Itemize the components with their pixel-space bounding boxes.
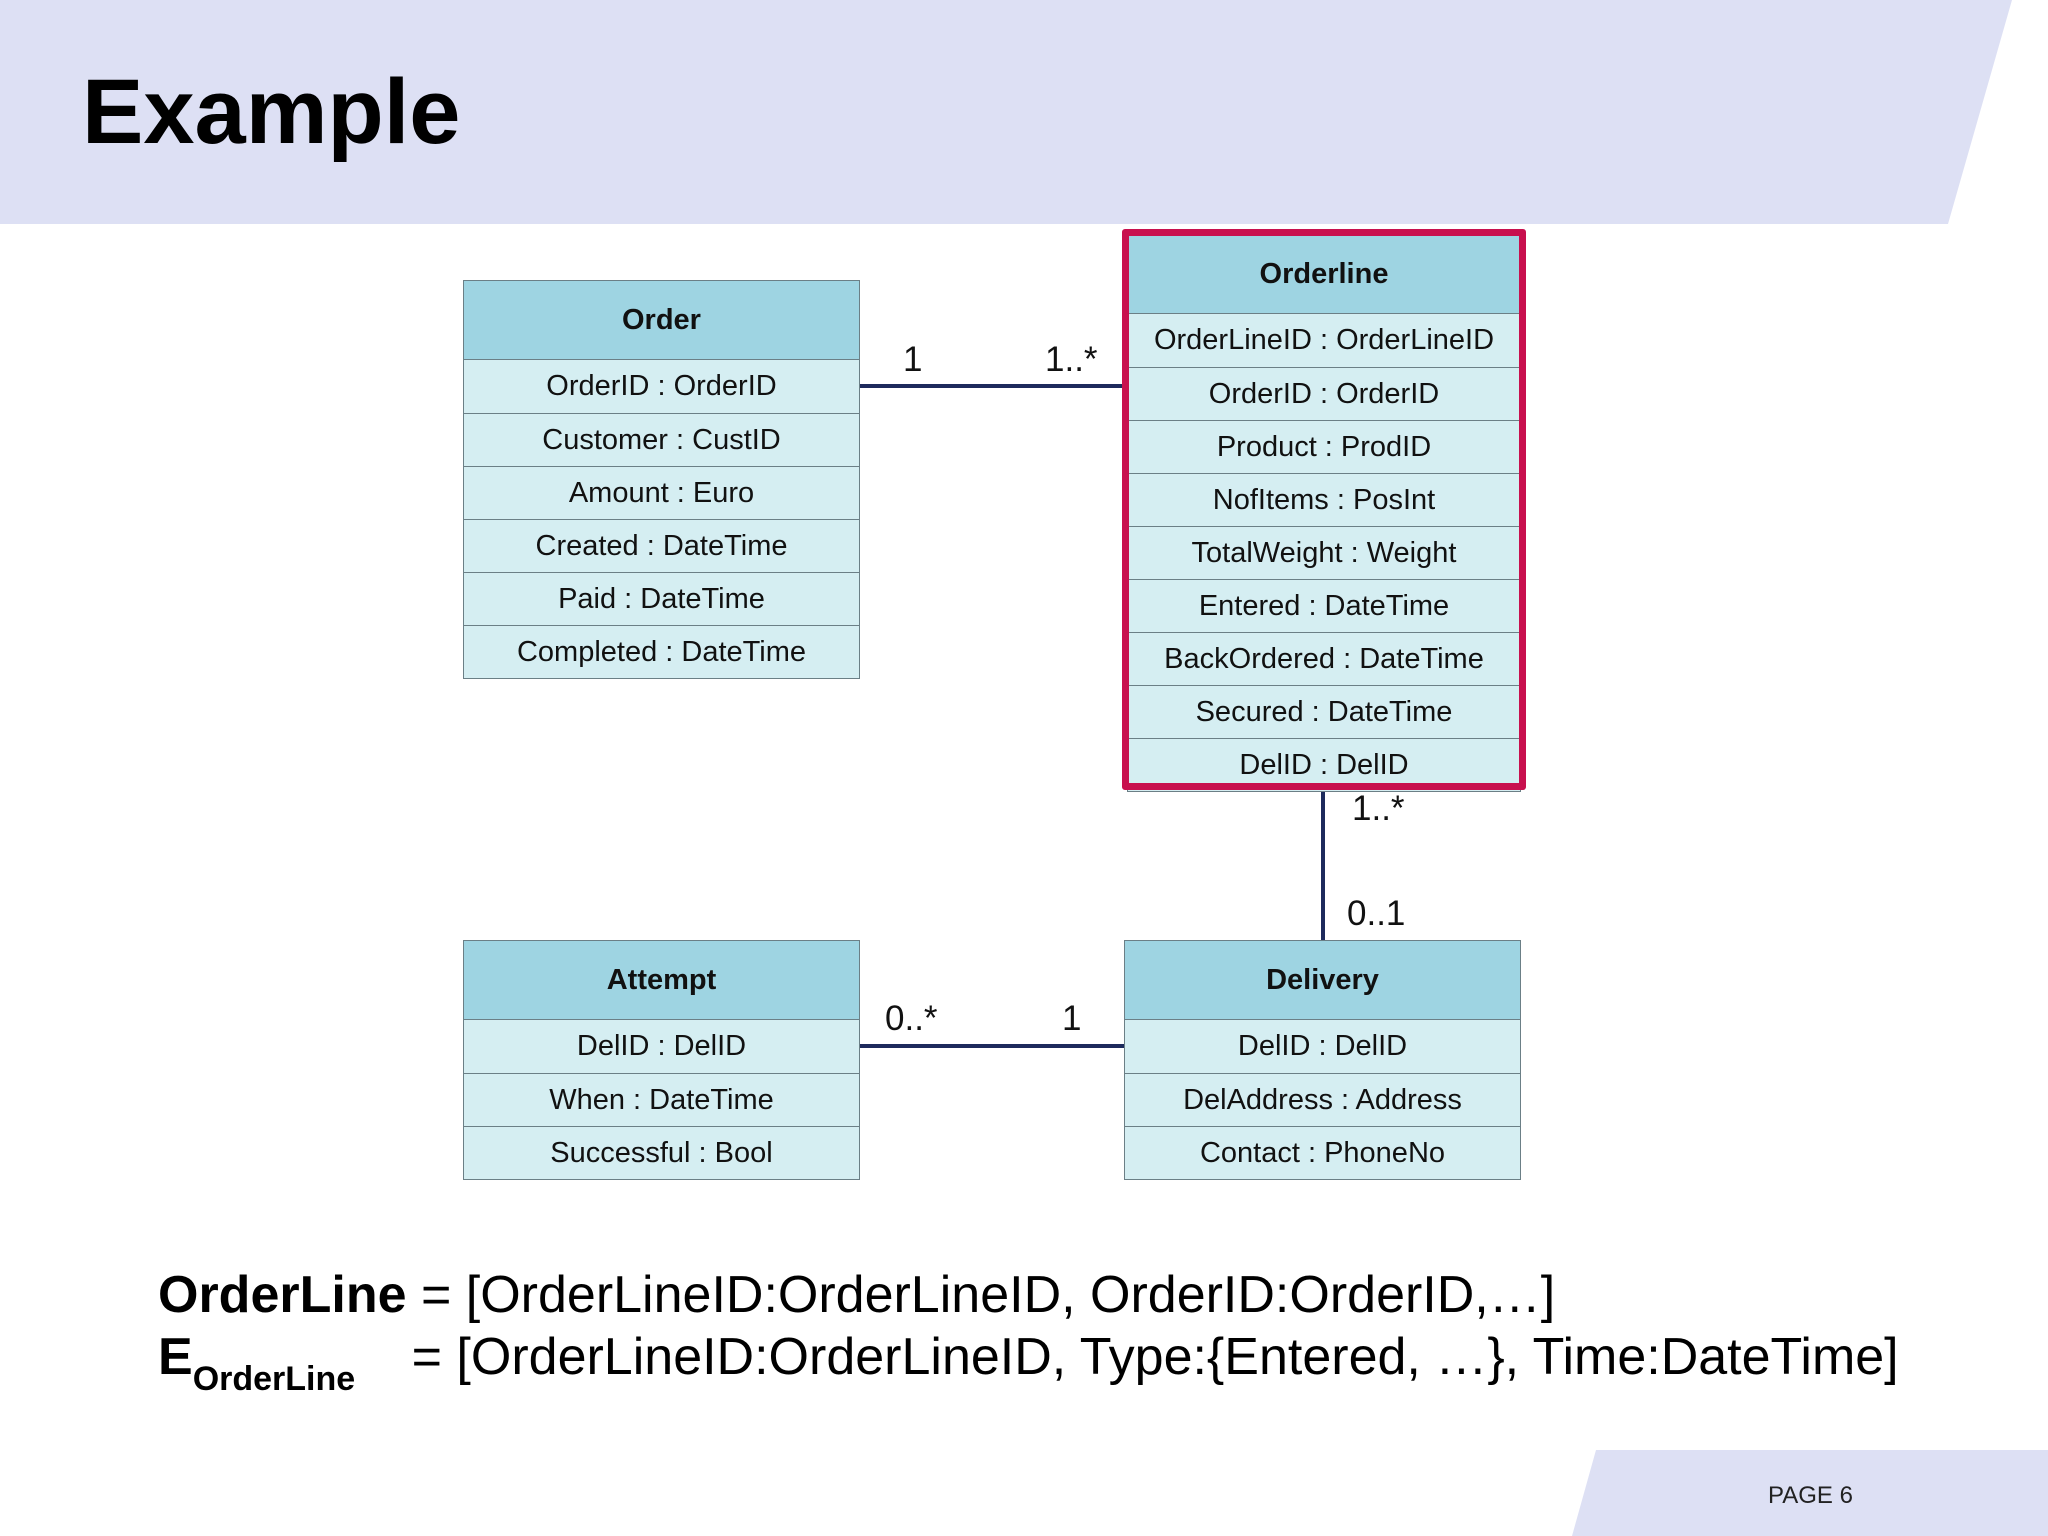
- class-delivery-header: Delivery: [1125, 941, 1520, 1020]
- class-delivery-attribute: Contact : PhoneNo: [1125, 1126, 1520, 1179]
- class-delivery: Delivery DelID : DelID DelAddress : Addr…: [1124, 940, 1521, 1180]
- formula-event-lhs-base: E: [158, 1328, 193, 1386]
- multiplicity-delivery-from-orderline: 0..1: [1347, 894, 1405, 933]
- class-orderline-attribute: Entered : DateTime: [1128, 579, 1520, 632]
- class-order-attribute: OrderID : OrderID: [546, 370, 777, 402]
- multiplicity-attempt-side: 0..*: [885, 999, 938, 1038]
- header-band-shape: [0, 0, 2012, 224]
- class-orderline-attribute: Product : ProdID: [1128, 420, 1520, 473]
- footer-band: [1572, 1450, 2048, 1536]
- footer-band-shape: [1572, 1450, 2048, 1536]
- class-orderline-attribute: DelID : DelID: [1128, 738, 1520, 791]
- class-orderline-header: Orderline: [1128, 235, 1520, 314]
- class-order-attribute: Completed : DateTime: [464, 625, 859, 678]
- class-attempt-attribute: DelID : DelID: [576, 1030, 747, 1062]
- class-orderline-attribute: OrderLineID : OrderLineID: [1153, 324, 1495, 356]
- multiplicity-orderline-side: 1..*: [1045, 340, 1098, 379]
- formula-orderline-lhs: OrderLine: [158, 1266, 407, 1324]
- formula-event-rhs: = [OrderLineID:OrderLineID, Type:{Entere…: [397, 1328, 1899, 1386]
- class-orderline-attribute: NofItems : PosInt: [1128, 473, 1520, 526]
- class-orderline-attribute: TotalWeight : Weight: [1128, 526, 1520, 579]
- class-orderline-attribute: Secured : DateTime: [1128, 685, 1520, 738]
- formula-event-orderline: EOrderLine = [OrderLineID:OrderLineID, T…: [158, 1327, 1899, 1398]
- formula-event-lhs-subscript: OrderLine: [192, 1360, 356, 1398]
- page-number: PAGE 6: [1768, 1482, 1853, 1509]
- header-band: [0, 0, 2012, 224]
- class-orderline: Orderline OrderLineID : OrderLineID Orde…: [1127, 234, 1521, 792]
- class-order-attribute: Customer : CustID: [464, 413, 859, 466]
- multiplicity-order-side: 1: [903, 340, 922, 379]
- formula-orderline: OrderLine = [OrderLineID:OrderLineID, Or…: [158, 1265, 1555, 1325]
- class-order-attribute: Paid : DateTime: [464, 572, 859, 625]
- class-attempt-attribute: Successful : Bool: [464, 1126, 859, 1179]
- class-attempt-attribute: When : DateTime: [464, 1073, 859, 1126]
- class-orderline-attribute: OrderID : OrderID: [1128, 367, 1520, 420]
- class-order-header: Order: [464, 281, 859, 360]
- class-order-attribute: Amount : Euro: [464, 466, 859, 519]
- multiplicity-orderline-to-delivery: 1..*: [1352, 789, 1405, 828]
- class-attempt: Attempt DelID : DelID When : DateTime Su…: [463, 940, 860, 1180]
- orderline-highlight-frame: [1122, 229, 1526, 790]
- class-order-attribute: Created : DateTime: [464, 519, 859, 572]
- class-attempt-header: Attempt: [464, 941, 859, 1020]
- class-delivery-attribute: DelAddress : Address: [1125, 1073, 1520, 1126]
- formula-orderline-rhs: = [OrderLineID:OrderLineID, OrderID:Orde…: [406, 1266, 1556, 1324]
- class-order: Order OrderID : OrderID Customer : CustI…: [463, 280, 860, 679]
- class-orderline-attribute: BackOrdered : DateTime: [1128, 632, 1520, 685]
- class-delivery-attribute: DelID : DelID: [1237, 1030, 1408, 1062]
- multiplicity-delivery-from-attempt: 1: [1062, 999, 1081, 1038]
- slide-title: Example: [82, 61, 461, 163]
